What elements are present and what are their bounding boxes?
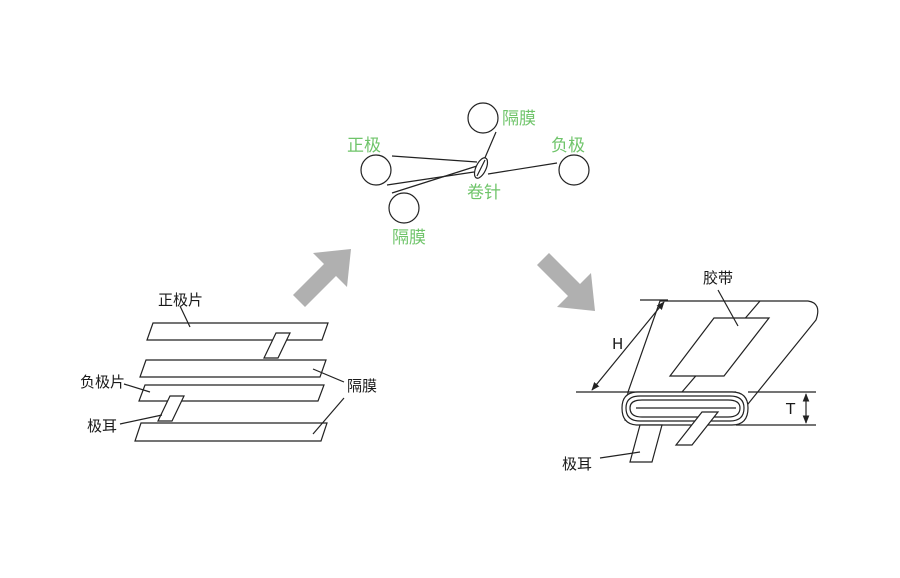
label-separator: 隔膜 [347, 377, 377, 395]
winding-schematic: 隔膜 正极 负极 卷针 隔膜 [347, 102, 590, 248]
leader-tab [119, 414, 163, 425]
label-h: H [612, 335, 623, 353]
leader-tape [717, 289, 739, 327]
leader-positive-plate [179, 305, 191, 328]
label-separator-top: 隔膜 [502, 109, 536, 129]
label-t: T [785, 400, 796, 418]
web-negative [487, 162, 558, 175]
label-tab-left: 极耳 [87, 417, 117, 435]
label-positive: 正极 [347, 136, 381, 156]
leader-cell-tab [599, 451, 641, 459]
label-mandrel: 卷针 [467, 183, 501, 203]
negative-plate [138, 384, 325, 402]
separator-sheet-1 [139, 359, 327, 378]
negative-tab [157, 395, 185, 422]
web-separator-bottom [391, 165, 478, 194]
label-positive-plate: 正极片 [158, 291, 203, 309]
label-tape: 胶带 [703, 269, 733, 287]
h-dimension-line [591, 301, 665, 391]
label-negative: 负极 [551, 136, 585, 156]
web-separator-top [483, 131, 497, 161]
web-positive [391, 155, 478, 163]
positive-roll [360, 154, 392, 186]
cell-tab-right [674, 411, 720, 446]
electrode-stack: 正极片 负极片 隔膜 极耳 [80, 291, 377, 442]
tape [668, 317, 771, 377]
jelly-roll-inner-1 [625, 395, 745, 422]
mandrel-axis [476, 159, 486, 177]
label-negative-plate: 负极片 [80, 373, 125, 391]
negative-roll [558, 154, 590, 186]
arrow-up-right-icon [293, 249, 351, 307]
leader-separator-1 [312, 368, 345, 383]
web-positive-lower [386, 171, 475, 186]
wound-cell: 胶带 极耳 H T [562, 269, 819, 473]
cell-tab-left [629, 424, 663, 463]
label-separator-bottom: 隔膜 [392, 228, 426, 248]
jelly-roll-inner-2 [629, 399, 741, 418]
leader-separator-2 [312, 397, 345, 435]
separator-bottom-roll [388, 192, 420, 224]
separator-sheet-2 [134, 422, 328, 442]
positive-tab [263, 332, 291, 359]
positive-plate [146, 322, 329, 341]
separator-top-roll [467, 102, 499, 134]
label-tab-right: 极耳 [562, 455, 592, 473]
arrow-down-right-icon [537, 253, 595, 311]
leader-negative-plate [123, 383, 151, 393]
